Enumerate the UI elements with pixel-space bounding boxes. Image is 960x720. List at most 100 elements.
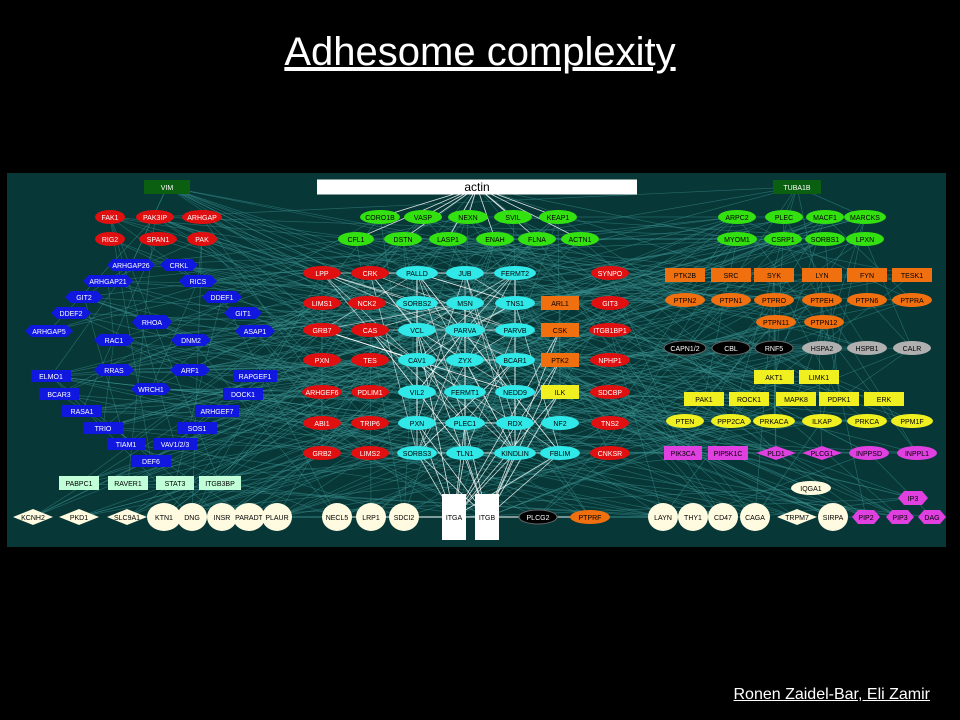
node-shape: [95, 232, 125, 246]
node-label: SORBS2: [403, 301, 432, 308]
node-stat3: STAT3: [156, 476, 194, 490]
node-cas: CAS: [351, 323, 389, 337]
node-paradt: PARADT: [233, 503, 265, 531]
node-shape: [262, 503, 292, 531]
node-tesk1: TESK1: [892, 268, 932, 282]
interaction-edge: [189, 274, 686, 371]
node-label: KINDLIN: [501, 451, 529, 458]
node-shape: [445, 416, 485, 430]
node-label: KCNH2: [21, 515, 45, 522]
node-ppp2ca: PPP2CA: [711, 414, 751, 428]
node-rdx: RDX: [496, 416, 534, 430]
node-label: PXN: [410, 421, 424, 428]
node-shape: [446, 353, 484, 367]
node-cnksr: CNKSR: [590, 446, 630, 460]
node-label: BCAR1: [503, 358, 526, 365]
node-kcnh2: KCNH2: [13, 509, 53, 525]
node-label: PPM1F: [900, 419, 923, 426]
node-pip3: PIP3: [886, 510, 914, 524]
node-shape: [897, 446, 937, 460]
interaction-edge: [559, 238, 784, 331]
node-shape: [338, 232, 374, 246]
node-shape: [590, 353, 630, 367]
node-label: ARF1: [181, 368, 199, 375]
node-cav1: CAV1: [398, 353, 436, 367]
node-label: TLN1: [456, 451, 473, 458]
interaction-edge: [81, 359, 466, 412]
interaction-edge: [102, 329, 466, 429]
node-label: LIMS2: [360, 451, 380, 458]
node-fermt1: FERMT1: [444, 385, 486, 399]
node-shape: [708, 446, 748, 460]
interaction-edge: [453, 299, 823, 518]
interaction-edge: [369, 272, 516, 331]
node-insr: INSR: [207, 503, 237, 531]
node-label: PTPN6: [856, 298, 879, 305]
node-label: PALLD: [406, 271, 428, 278]
node-label: VIL2: [410, 390, 425, 397]
node-dnm2: DNM2: [171, 334, 211, 346]
node-pdlim1: PDLIM1: [351, 385, 389, 399]
node-shape: [847, 341, 887, 355]
node-thy1: THY1: [678, 503, 708, 531]
interaction-edge: [321, 422, 418, 454]
node-label: CFL1: [347, 237, 364, 244]
node-label: PTPRO: [762, 298, 787, 305]
node-lasp1: LASP1: [429, 232, 467, 246]
node-shape: [844, 210, 886, 224]
interaction-edge: [355, 216, 469, 240]
node-label: GIT3: [602, 301, 618, 308]
node-shape: [25, 325, 73, 337]
node-rics: RICS: [179, 275, 217, 287]
node-shape: [177, 503, 207, 531]
node-shape: [819, 392, 859, 406]
node-label: PLAUR: [265, 515, 288, 522]
node-pak: PAK: [187, 232, 217, 246]
node-label: PLD1: [767, 451, 785, 458]
node-label: RASA1: [71, 409, 94, 416]
node-label: THY1: [684, 515, 702, 522]
interaction-edge: [83, 296, 914, 499]
node-pip5k1c: PIP5K1C: [708, 446, 748, 460]
interaction-edge: [81, 410, 918, 454]
node-shape: [849, 446, 889, 460]
interaction-edge: [163, 216, 559, 518]
node-label: NEDD9: [503, 390, 527, 397]
node-keap1: KEAP1: [539, 210, 577, 224]
node-parva: PARVA: [445, 323, 485, 337]
node-label: INPPSD: [856, 451, 882, 458]
node-shape: [541, 353, 579, 367]
node-label: PABPC1: [65, 481, 92, 488]
node-label: ABI1: [314, 421, 329, 428]
interaction-edge: [514, 422, 591, 518]
node-shape: [804, 315, 844, 329]
interaction-edge: [416, 238, 826, 331]
interaction-edge: [321, 216, 469, 304]
node-pabpc1: PABPC1: [59, 476, 99, 490]
node-pik3ca: PIK3CA: [664, 446, 702, 460]
node-ppm1f: PPM1F: [891, 414, 933, 428]
node-shape: [195, 405, 239, 417]
interaction-edge: [163, 216, 826, 518]
node-grb2: GRB2: [303, 446, 341, 460]
node-shape: [398, 385, 436, 399]
node-label: MAPK8: [784, 397, 808, 404]
node-label: VAV1/2/3: [161, 442, 190, 449]
node-sos1: SOS1: [177, 422, 217, 434]
node-label: WRCH1: [138, 387, 164, 394]
node-shape: [397, 446, 437, 460]
interaction-edge: [416, 329, 466, 454]
node-calr: CALR: [893, 341, 931, 355]
node-csk: CSK: [541, 323, 579, 337]
node-pip2: PIP2: [852, 510, 880, 524]
node-label: PAK1: [695, 397, 712, 404]
node-label: INSR: [214, 515, 231, 522]
node-macf1: MACF1: [806, 210, 844, 224]
node-ptpn12: PTPN12: [804, 315, 844, 329]
interaction-edge: [248, 238, 538, 518]
node-label: ARHGAP: [187, 215, 217, 222]
node-label: ITGB1BP1: [593, 328, 627, 335]
node-label: RIG2: [102, 237, 118, 244]
node-label: IP3: [908, 496, 919, 503]
node-iqga1: IQGA1: [791, 481, 831, 495]
